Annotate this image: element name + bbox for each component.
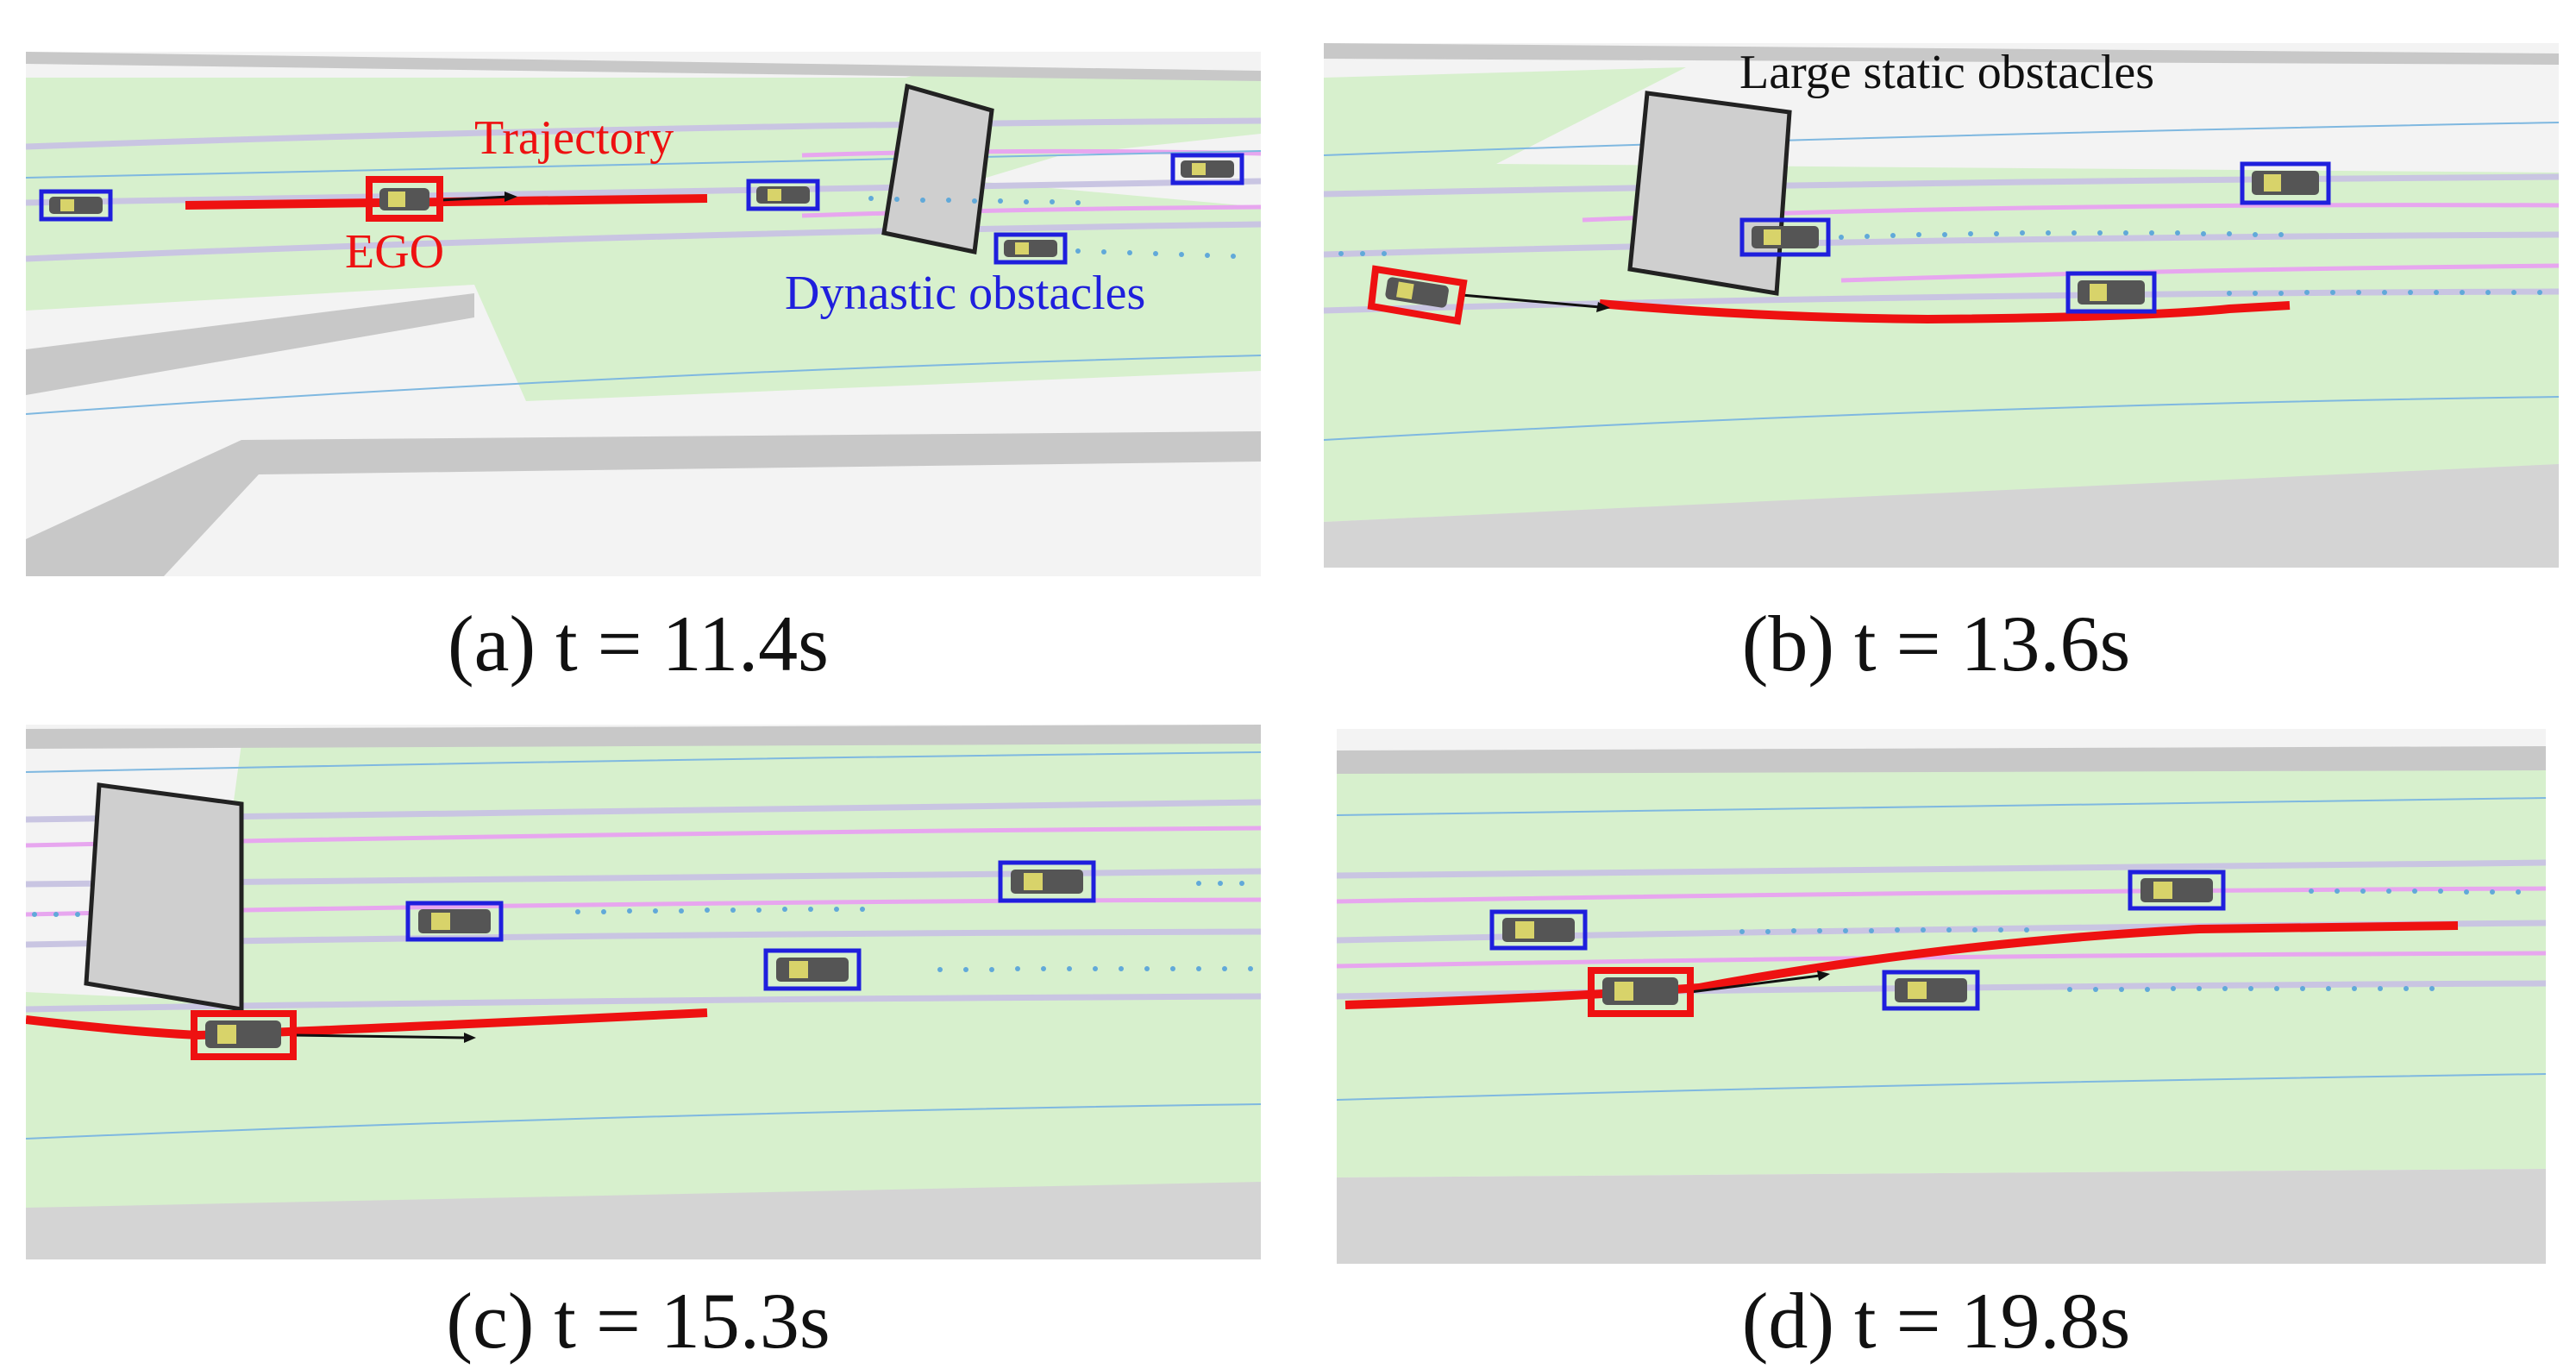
ego-vehicle-a [366,176,443,222]
dynamic-obstacle [1170,153,1244,185]
static-obstacles-label: Large static obstacles [1739,46,2154,99]
scene-b: Large static obstacles [1324,43,2559,568]
trajectory-line-a [185,194,708,210]
panel-d [1337,729,2546,1264]
dynamic-obstacle [2128,870,2226,911]
dynamic-obstacle [405,901,504,942]
panel-c [26,725,1261,1259]
dynamic-obstacle [2065,271,2157,314]
caption-a: (a) t = 11.4s [448,600,829,688]
scene-c [26,725,1261,1259]
ego-vehicle-d [1588,967,1694,1017]
prediction-dots-a [868,196,1236,259]
ego-vehicle-b [1367,265,1468,325]
dynamic-obstacle [746,179,820,211]
trajectory-line-d [1344,921,2459,1009]
dynamic-obstacles-label: Dynastic obstacles [785,267,1145,320]
scene-a: Trajectory EGO Dynastic obstacles [26,52,1261,576]
ego-label: EGO [345,225,444,279]
dynamic-obstacle [993,232,1068,265]
scene-d [1337,729,2546,1264]
dynamic-obstacle [763,948,862,991]
dynamic-obstacle [1739,217,1831,257]
dynamic-obstacle [2240,161,2331,205]
dynamic-obstacle [998,860,1096,903]
caption-b: (b) t = 13.6s [1741,600,2131,688]
caption-d: (d) t = 19.8s [1741,1277,2131,1365]
dynamic-obstacle [1489,909,1588,951]
trajectory-label: Trajectory [474,111,674,165]
panel-b: Large static obstacles [1324,43,2559,568]
caption-c: (c) t = 15.3s [446,1277,830,1365]
dynamic-obstacle [39,189,113,222]
ego-vehicle-c [191,1010,297,1060]
panel-a: Trajectory EGO Dynastic obstacles [26,52,1261,576]
trajectory-line-b [1599,299,2291,324]
dynamic-obstacle [1882,970,1980,1011]
